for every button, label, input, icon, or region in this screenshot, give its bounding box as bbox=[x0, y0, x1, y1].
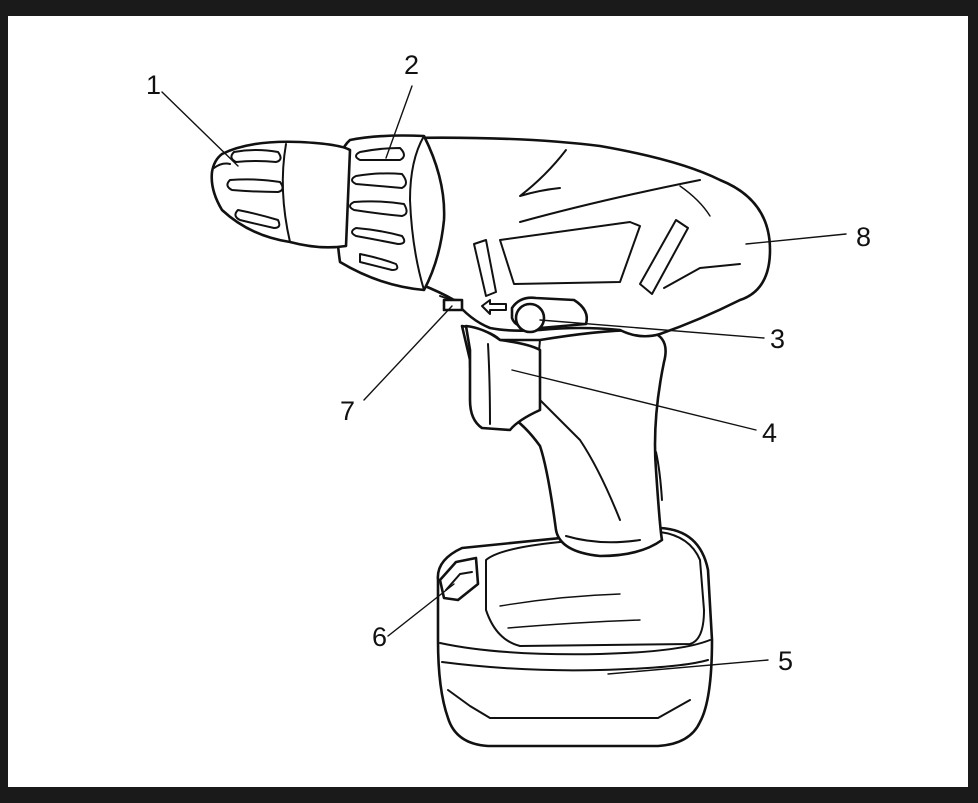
switch-trigger bbox=[464, 324, 542, 432]
frame-bottom-border bbox=[0, 787, 978, 803]
leader-line-4 bbox=[511, 369, 757, 431]
callout-6: 6 bbox=[372, 622, 387, 652]
callout-7: 7 bbox=[340, 396, 355, 426]
leader-line-7 bbox=[363, 305, 453, 401]
callout-5: 5 bbox=[778, 646, 793, 676]
callout-2: 2 bbox=[404, 50, 419, 80]
adjusting-ring bbox=[334, 134, 446, 292]
frame-top-border bbox=[0, 0, 978, 16]
leader-line-3 bbox=[539, 319, 765, 339]
leader-line-2 bbox=[385, 85, 413, 159]
motor-housing bbox=[402, 136, 772, 338]
leader-line-6 bbox=[387, 583, 455, 637]
callout-4: 4 bbox=[762, 418, 777, 448]
speed-change-lever bbox=[442, 298, 464, 312]
callout-8: 8 bbox=[856, 222, 871, 252]
callout-3: 3 bbox=[770, 324, 785, 354]
battery-release-button bbox=[438, 556, 480, 602]
callout-1: 1 bbox=[146, 70, 161, 100]
leader-line-8 bbox=[745, 233, 847, 245]
keyless-chuck bbox=[210, 140, 352, 249]
callout-labels: 1 2 3 4 5 6 7 8 bbox=[146, 50, 871, 676]
reversing-switch-lever bbox=[481, 296, 589, 334]
leader-line-5 bbox=[607, 659, 769, 675]
frame-left-border bbox=[0, 0, 8, 803]
leader-lines bbox=[161, 85, 847, 675]
frame-right-border bbox=[968, 0, 978, 803]
leader-line-1 bbox=[161, 91, 239, 167]
battery-pack bbox=[436, 526, 714, 748]
